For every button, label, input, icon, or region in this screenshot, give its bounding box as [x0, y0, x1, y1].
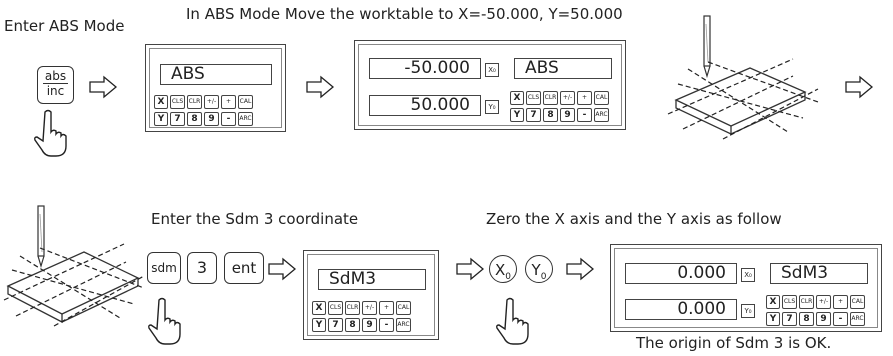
- key-minus[interactable]: -: [833, 312, 848, 326]
- key-cal[interactable]: CAL: [396, 301, 411, 315]
- key-plus-minus[interactable]: +/-: [560, 91, 575, 105]
- key-plus[interactable]: +: [379, 301, 394, 315]
- key-clr[interactable]: CLR: [799, 295, 814, 309]
- drill-bit-icon: [703, 15, 711, 79]
- x-zero-tag: X₀: [485, 63, 499, 77]
- sdm-button[interactable]: sdm: [147, 252, 181, 284]
- right-arrow-icon: [268, 257, 297, 281]
- panel-display-line: SdM3: [318, 269, 426, 290]
- key-cal[interactable]: CAL: [238, 95, 253, 109]
- key-cls[interactable]: CLS: [782, 295, 797, 309]
- key-plus-minus[interactable]: +/-: [362, 301, 377, 315]
- keypad: X CLS CLR +/- + CAL Y 7 8 9 - ARC: [312, 301, 438, 335]
- key-plus-minus[interactable]: +/-: [204, 95, 219, 109]
- key-8[interactable]: 8: [187, 112, 202, 126]
- worktable-icon: [3, 205, 145, 327]
- y-display: 50.000: [369, 95, 481, 116]
- key-9[interactable]: 9: [560, 108, 575, 122]
- key-cls[interactable]: CLS: [526, 91, 541, 105]
- key-x[interactable]: X: [154, 95, 168, 109]
- worktable-icon: [667, 15, 819, 140]
- key-plus[interactable]: +: [221, 95, 236, 109]
- zero-x-sub: 0: [505, 272, 511, 282]
- digit-3-button[interactable]: 3: [187, 252, 217, 284]
- key-clr[interactable]: CLR: [187, 95, 202, 109]
- caption-move-worktable: In ABS Mode Move the worktable to X=-50.…: [186, 5, 623, 23]
- key-7[interactable]: 7: [170, 112, 185, 126]
- key-clr[interactable]: CLR: [543, 91, 558, 105]
- key-8[interactable]: 8: [345, 318, 360, 332]
- keypad: X CLS CLR +/- + CAL Y 7 8 9 - ARC: [510, 91, 620, 125]
- key-plus[interactable]: +: [577, 91, 592, 105]
- key-y[interactable]: Y: [154, 112, 168, 126]
- y-display: 0.000: [625, 299, 737, 320]
- key-x[interactable]: X: [312, 301, 326, 315]
- key-8[interactable]: 8: [543, 108, 558, 122]
- zero-y-button[interactable]: Y0: [525, 255, 553, 283]
- x-display: 0.000: [625, 263, 737, 284]
- mode-display: SdM3: [770, 263, 868, 284]
- right-arrow-icon: [566, 257, 595, 281]
- key-x[interactable]: X: [766, 295, 780, 309]
- caption-enter-abs: Enter ABS Mode: [4, 17, 125, 35]
- key-arc[interactable]: ARC: [850, 312, 865, 326]
- key-7[interactable]: 7: [782, 312, 797, 326]
- key-arc[interactable]: ARC: [238, 112, 253, 126]
- caption-zero-axes: Zero the X axis and the Y axis as follow: [486, 210, 782, 228]
- key-arc[interactable]: ARC: [594, 108, 609, 122]
- key-minus[interactable]: -: [221, 112, 236, 126]
- key-x[interactable]: X: [510, 91, 524, 105]
- pointing-hand-icon: [148, 297, 181, 345]
- readout-panel-sdm: SdM3 X CLS CLR +/- + CAL Y 7 8 9 - ARC: [303, 250, 439, 340]
- pointing-hand-icon: [34, 109, 67, 157]
- pointing-hand-icon: [496, 297, 529, 345]
- key-arc[interactable]: ARC: [396, 318, 411, 332]
- readout-panel-xy: -50.000 X₀ ABS 50.000 Y₀ X CLS CLR +/- +…: [354, 40, 626, 130]
- abs-label: abs: [44, 69, 67, 83]
- y-zero-tag: Y₀: [741, 304, 755, 318]
- key-7[interactable]: 7: [526, 108, 541, 122]
- zero-y-label: Y: [531, 261, 541, 279]
- drill-bit-icon: [37, 205, 45, 269]
- key-minus[interactable]: -: [379, 318, 394, 332]
- x-display: -50.000: [369, 58, 481, 79]
- key-y[interactable]: Y: [510, 108, 524, 122]
- key-cls[interactable]: CLS: [170, 95, 185, 109]
- key-plus[interactable]: +: [833, 295, 848, 309]
- panel-display-line: ABS: [160, 64, 272, 85]
- key-clr[interactable]: CLR: [345, 301, 360, 315]
- right-arrow-icon: [306, 75, 335, 99]
- key-minus[interactable]: -: [577, 108, 592, 122]
- key-y[interactable]: Y: [766, 312, 780, 326]
- caption-origin-ok: The origin of Sdm 3 is OK.: [636, 334, 832, 352]
- x-zero-tag: X₀: [741, 268, 755, 282]
- keypad: X CLS CLR +/- + CAL Y 7 8 9 - ARC: [766, 295, 876, 329]
- key-cls[interactable]: CLS: [328, 301, 343, 315]
- key-cal[interactable]: CAL: [850, 295, 865, 309]
- key-9[interactable]: 9: [204, 112, 219, 126]
- right-arrow-icon: [89, 75, 118, 99]
- caption-enter-sdm: Enter the Sdm 3 coordinate: [151, 210, 359, 228]
- inc-label: inc: [46, 84, 65, 98]
- y-zero-tag: Y₀: [485, 100, 499, 114]
- key-y[interactable]: Y: [312, 318, 326, 332]
- right-arrow-icon: [456, 257, 485, 281]
- key-8[interactable]: 8: [799, 312, 814, 326]
- right-arrow-icon: [845, 75, 874, 99]
- key-7[interactable]: 7: [328, 318, 343, 332]
- ent-button[interactable]: ent: [224, 252, 264, 284]
- keypad: X CLS CLR +/- + CAL Y 7 8 9 - ARC: [154, 95, 284, 129]
- key-cal[interactable]: CAL: [594, 91, 609, 105]
- key-9[interactable]: 9: [362, 318, 377, 332]
- zero-y-sub: 0: [540, 272, 547, 282]
- key-plus-minus[interactable]: +/-: [816, 295, 831, 309]
- readout-panel-abs: ABS X CLS CLR +/- + CAL Y 7 8 9 - ARC: [145, 44, 286, 132]
- zero-x-button[interactable]: X0: [489, 255, 517, 283]
- abs-inc-button[interactable]: abs inc: [37, 66, 74, 104]
- readout-panel-zeroed: 0.000 X₀ SdM3 0.000 Y₀ X CLS CLR +/- + C…: [610, 244, 882, 332]
- key-9[interactable]: 9: [816, 312, 831, 326]
- zero-x-label: X: [494, 261, 506, 279]
- mode-display: ABS: [514, 58, 612, 79]
